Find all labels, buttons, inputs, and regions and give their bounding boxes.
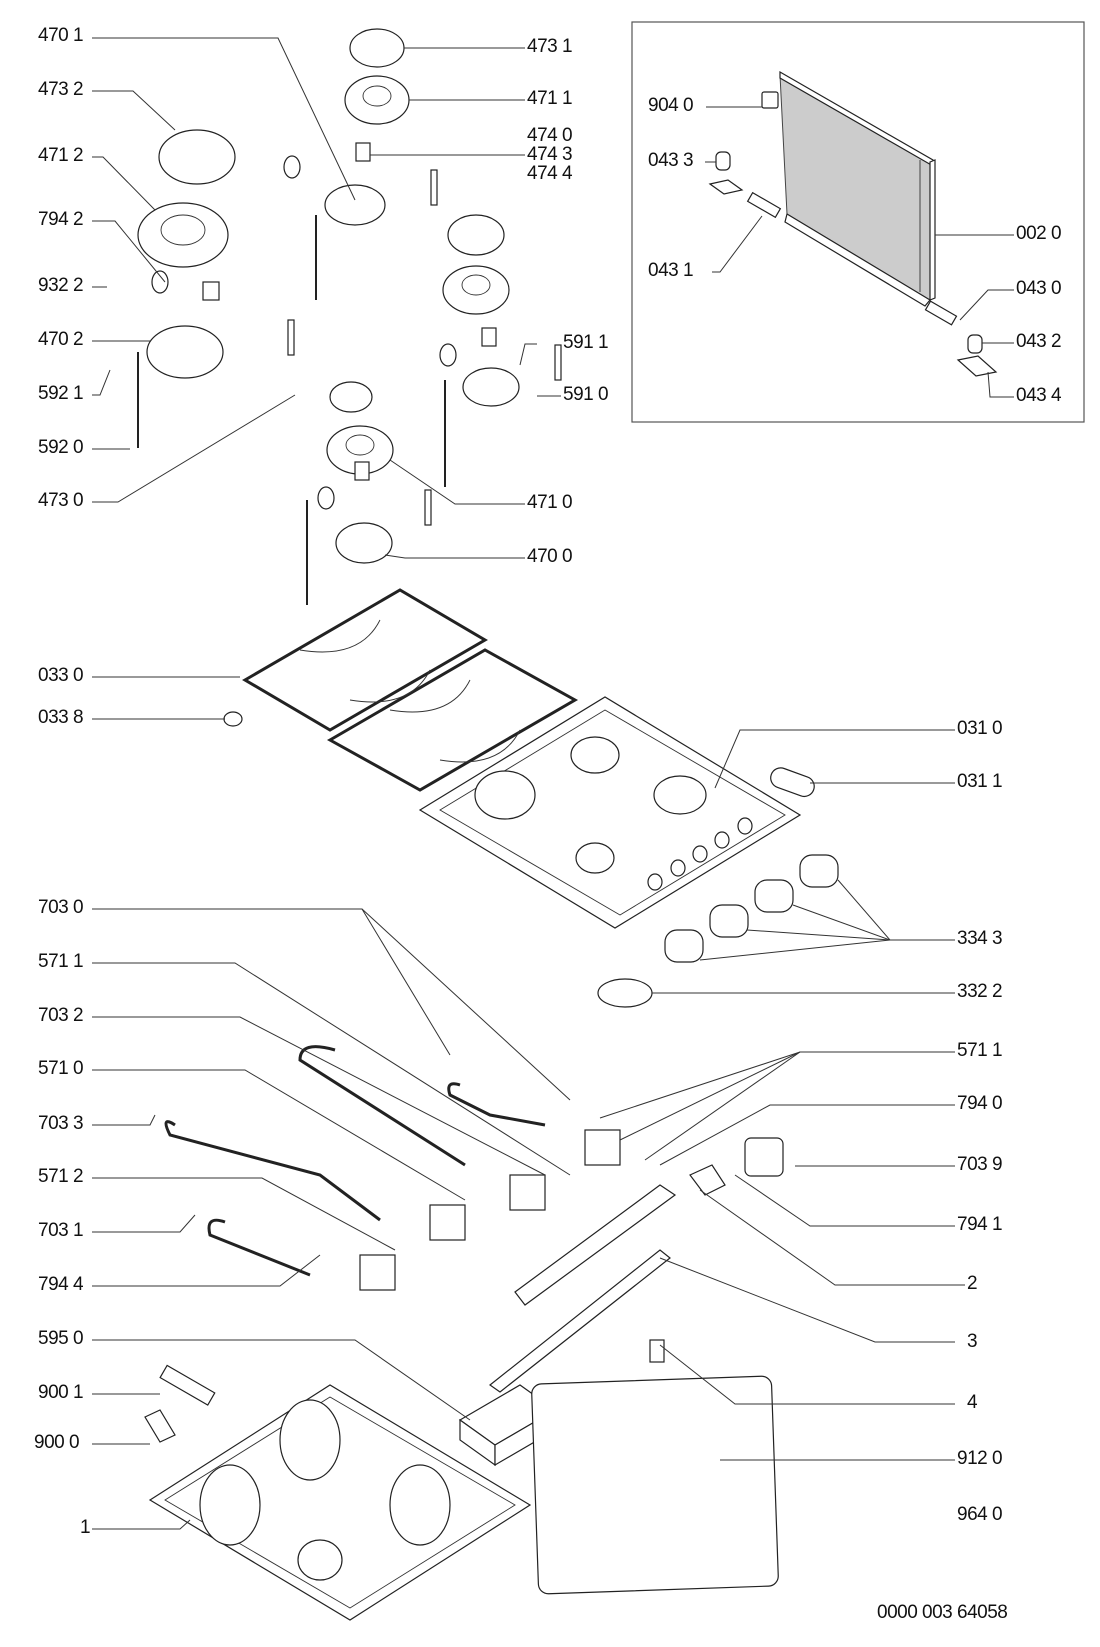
part-label: 571 2 bbox=[38, 1166, 84, 1187]
part-label: 471 2 bbox=[38, 145, 84, 166]
part-label: 900 1 bbox=[38, 1382, 84, 1403]
knobs-3343 bbox=[664, 854, 839, 963]
part-label: 794 0 bbox=[957, 1093, 1003, 1114]
part-label: 3 bbox=[967, 1331, 978, 1352]
part-label: 471 0 bbox=[527, 492, 573, 513]
part-label: 033 8 bbox=[38, 707, 84, 728]
part-label: 592 0 bbox=[38, 437, 84, 458]
part-label: 470 0 bbox=[527, 546, 573, 567]
part-label: 470 1 bbox=[38, 25, 84, 46]
part-label: 571 1 bbox=[957, 1040, 1003, 1061]
left-leaders bbox=[92, 37, 571, 1530]
part-label: 474 0 bbox=[527, 125, 573, 146]
part-label: 332 2 bbox=[957, 981, 1003, 1002]
part-3322 bbox=[597, 978, 653, 1008]
part-label: 703 3 bbox=[38, 1113, 84, 1134]
part-label: 1 bbox=[80, 1517, 91, 1538]
injectors-and-rings bbox=[151, 142, 497, 510]
part-label: 794 2 bbox=[38, 209, 84, 230]
part-label: 334 3 bbox=[957, 928, 1003, 949]
part-label: 964 0 bbox=[957, 1504, 1003, 1525]
part-label: 794 4 bbox=[38, 1274, 84, 1295]
part-label: 031 1 bbox=[957, 771, 1003, 792]
part-9040 bbox=[761, 91, 779, 109]
part-label: 474 4 bbox=[527, 163, 573, 184]
part-label: 473 2 bbox=[38, 79, 84, 100]
right-leaders bbox=[370, 47, 965, 1461]
part-label: 571 0 bbox=[38, 1058, 84, 1079]
gasket-9640 bbox=[531, 1375, 779, 1595]
burner-heads bbox=[137, 75, 510, 475]
gas-pipes bbox=[164, 1045, 546, 1277]
part-label: 703 2 bbox=[38, 1005, 84, 1026]
part-label: 571 1 bbox=[38, 951, 84, 972]
inset-part-label: 043 3 bbox=[648, 150, 694, 171]
inset-part-label: 904 0 bbox=[648, 95, 694, 116]
hinge-parts-inset bbox=[708, 91, 998, 377]
part-0432 bbox=[967, 334, 983, 354]
part-0431 bbox=[746, 191, 782, 219]
inset-part-label: 002 0 bbox=[1016, 223, 1062, 244]
pan-supports bbox=[242, 588, 579, 792]
part-0430 bbox=[924, 300, 958, 326]
part-label: 473 0 bbox=[38, 490, 84, 511]
part-0433 bbox=[715, 151, 731, 171]
part-label: 703 1 bbox=[38, 1220, 84, 1241]
pipe-assembly bbox=[488, 1137, 784, 1393]
part-label: 592 1 bbox=[38, 383, 84, 404]
inset-part-label: 043 4 bbox=[1016, 385, 1062, 406]
burner-caps bbox=[158, 28, 505, 413]
part-label: 031 0 bbox=[957, 718, 1003, 739]
part-0434 bbox=[956, 355, 998, 377]
part-label: 471 1 bbox=[527, 88, 573, 109]
inset-part-label: 043 0 bbox=[1016, 278, 1062, 299]
part-label: 2 bbox=[967, 1273, 978, 1294]
part-label: 591 0 bbox=[563, 384, 609, 405]
part-label: 595 0 bbox=[38, 1328, 84, 1349]
part-label: 591 1 bbox=[563, 332, 609, 353]
thermocouples bbox=[137, 169, 562, 605]
inset-frame bbox=[631, 21, 1085, 423]
part-label: 932 2 bbox=[38, 275, 84, 296]
drawing-number: 0000 003 64058 bbox=[877, 1602, 1008, 1623]
gas-taps bbox=[359, 1129, 621, 1291]
part-label: 474 3 bbox=[527, 144, 573, 165]
part-label: 473 1 bbox=[527, 36, 573, 57]
part-0311 bbox=[770, 767, 815, 798]
part-label: 703 9 bbox=[957, 1154, 1003, 1175]
base-tray-1 bbox=[148, 1384, 532, 1621]
part-label: 703 0 bbox=[38, 897, 84, 918]
glass-lid-0020 bbox=[779, 70, 936, 307]
part-label: 794 1 bbox=[957, 1214, 1003, 1235]
part-label: 912 0 bbox=[957, 1448, 1003, 1469]
foot-0338 bbox=[223, 711, 243, 727]
brackets-900 bbox=[144, 1364, 216, 1443]
inset-part-label: 043 1 bbox=[648, 260, 694, 281]
part-label: 900 0 bbox=[34, 1432, 80, 1453]
burner-bodies bbox=[146, 184, 520, 564]
part-label: 4 bbox=[967, 1392, 978, 1413]
inset-part-label: 043 2 bbox=[1016, 331, 1062, 352]
part-label: 033 0 bbox=[38, 665, 84, 686]
part-label: 470 2 bbox=[38, 329, 84, 350]
hob-top bbox=[418, 696, 802, 929]
